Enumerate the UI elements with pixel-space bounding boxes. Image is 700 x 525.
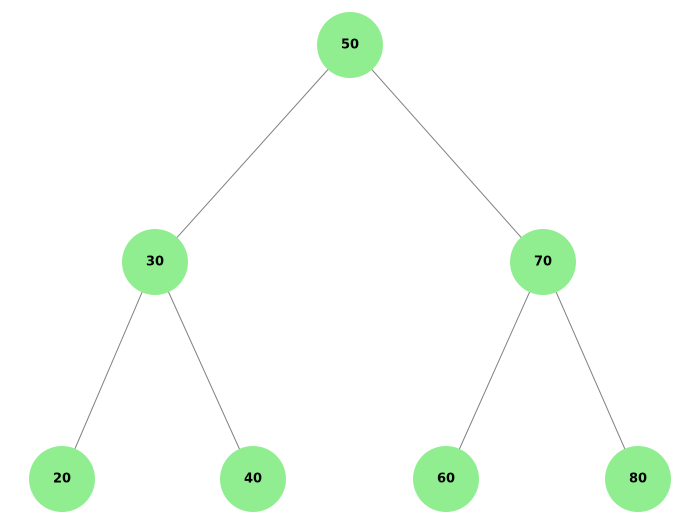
tree-node-circle-80: [605, 446, 671, 512]
tree-node-label-40: 40: [244, 472, 262, 487]
tree-node-label-80: 80: [629, 472, 647, 487]
tree-edge-50-70: [349, 44, 544, 263]
tree-node-label-20: 20: [53, 472, 71, 487]
tree-node-80: 80: [605, 446, 671, 512]
tree-nodes-layer: 50 30 70 20 40 60 80: [29, 12, 671, 512]
tree-node-70: 70: [510, 229, 576, 295]
tree-node-circle-70: [510, 229, 576, 295]
tree-node-circle-30: [122, 229, 188, 295]
tree-edges-layer: [61, 44, 639, 480]
tree-node-circle-60: [413, 446, 479, 512]
tree-node-20: 20: [29, 446, 95, 512]
tree-edge-70-80: [542, 261, 639, 480]
tree-node-30: 30: [122, 229, 188, 295]
tree-node-60: 60: [413, 446, 479, 512]
tree-node-label-30: 30: [146, 255, 164, 270]
tree-node-circle-50: [317, 12, 383, 78]
tree-edge-50-30: [154, 44, 351, 263]
tree-edge-30-20: [61, 261, 156, 480]
tree-edge-30-40: [154, 261, 254, 480]
tree-node-50: 50: [317, 12, 383, 78]
tree-node-circle-20: [29, 446, 95, 512]
tree-node-label-60: 60: [437, 472, 455, 487]
tree-node-label-50: 50: [341, 38, 359, 53]
tree-node-circle-40: [220, 446, 286, 512]
tree-node-40: 40: [220, 446, 286, 512]
tree-edge-70-60: [445, 261, 544, 480]
tree-node-label-70: 70: [534, 255, 552, 270]
